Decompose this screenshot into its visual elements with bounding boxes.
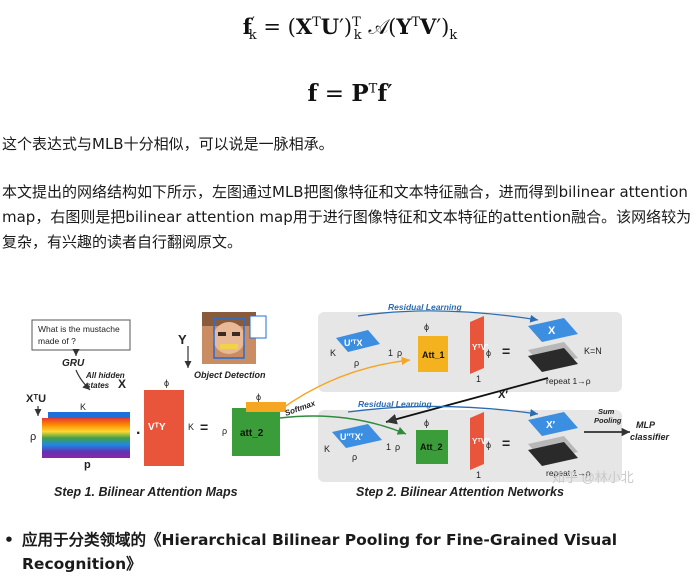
- repeat-label-2: repeat 1→ρ: [546, 468, 591, 478]
- svg-text:Att_2: Att_2: [420, 442, 443, 452]
- paragraph-mlb-similarity: 这个表达式与MLB十分相似，可以说是一脉相承。: [2, 135, 334, 153]
- gru-label: GRU: [62, 358, 85, 369]
- equation-2: f = PTf′: [307, 80, 393, 107]
- ytv2-block: [470, 412, 484, 470]
- svg-text:K: K: [330, 348, 336, 358]
- svg-text:Pooling: Pooling: [594, 416, 622, 425]
- svg-text:X: X: [548, 325, 556, 337]
- att2-label: att_2: [240, 428, 264, 439]
- att1-label: Att_1: [422, 350, 445, 360]
- svg-text:K: K: [80, 402, 86, 412]
- svg-text:=: =: [200, 419, 208, 435]
- repeat-label-1: repeat 1→ρ: [546, 376, 591, 386]
- k-band: [48, 412, 130, 420]
- residual-learning-2: Residual Learning: [358, 399, 432, 409]
- bullet-dot: •: [4, 531, 14, 549]
- svg-text:ρ: ρ: [352, 452, 357, 462]
- svg-text:ρ: ρ: [222, 426, 227, 436]
- svg-text:ϕ: ϕ: [424, 322, 429, 332]
- svg-text:made of ?: made of ?: [38, 336, 76, 346]
- svg-text:states: states: [86, 381, 110, 390]
- vty-block: [144, 390, 184, 466]
- svg-text:1: 1: [476, 374, 481, 384]
- svg-text:YᵀV″: YᵀV″: [472, 437, 490, 446]
- svg-text:ϕ: ϕ: [424, 418, 429, 428]
- all-hidden-label: All hidden: [85, 371, 125, 380]
- question-box: [31, 319, 131, 351]
- svg-text:ρ: ρ: [395, 442, 400, 452]
- bullet-text: 应用于分类领域的《Hierarchical Bilinear Pooling f…: [22, 531, 618, 573]
- svg-text:X′: X′: [546, 420, 556, 431]
- step2-caption: Step 2. Bilinear Attention Networks: [356, 485, 564, 499]
- mlp-label: MLP: [636, 420, 656, 430]
- vty-label: VᵀY: [148, 422, 166, 433]
- child-photo: [202, 312, 267, 364]
- xtu-label: XᵀU: [26, 393, 46, 405]
- question-text: What is the mustache: [38, 324, 120, 334]
- att2b-block: [416, 430, 448, 464]
- svg-text:1: 1: [476, 470, 481, 480]
- svg-text:·: ·: [136, 425, 141, 442]
- svg-text:U′ᵀX: U′ᵀX: [344, 338, 363, 348]
- y-label: Y: [178, 332, 187, 347]
- x-prime-label: X′: [498, 389, 508, 401]
- utx-block: [336, 330, 380, 352]
- svg-text:=: =: [502, 343, 510, 359]
- sum-pooling-label: Sum: [598, 407, 615, 416]
- ytv-block: [470, 316, 484, 374]
- svg-text:ϕ: ϕ: [486, 440, 491, 450]
- equation-1: f′k = (XTU′)Tk 𝒜(YTV′)k: [242, 14, 458, 44]
- zhihu-watermark: 知乎 @林小北: [552, 470, 634, 485]
- x-label: X: [118, 377, 126, 391]
- att1-block: [418, 336, 448, 372]
- object-detection-label: Object Detection: [194, 370, 266, 380]
- p-label: p: [84, 459, 91, 471]
- svg-text:1: 1: [388, 348, 393, 358]
- svg-text:K: K: [188, 422, 194, 432]
- x-prime-right-block: [528, 412, 578, 436]
- svg-text:ρ: ρ: [397, 348, 402, 358]
- ban-architecture-figure: What is the mustache made of ? GRU All h…: [26, 302, 670, 499]
- att2-block: [232, 408, 280, 456]
- svg-text:1: 1: [386, 442, 391, 452]
- svg-text:classifier: classifier: [630, 432, 670, 442]
- paragraph-network-description: 本文提出的网络结构如下所示，左图通过MLB把图像特征和文本特征融合，进而得到bi…: [2, 183, 692, 251]
- softmax-label: Softmax: [284, 398, 317, 417]
- utx2-block: [332, 424, 382, 448]
- svg-text:U″ᵀX′: U″ᵀX′: [340, 432, 363, 442]
- svg-text:=: =: [502, 435, 510, 451]
- svg-text:ρ: ρ: [354, 358, 359, 368]
- svg-text:YᵀV′: YᵀV′: [472, 343, 488, 352]
- x-right-block: [528, 318, 578, 342]
- svg-text:K: K: [324, 444, 330, 454]
- svg-text:ϕ: ϕ: [486, 348, 491, 358]
- svg-text:ϕ: ϕ: [256, 392, 261, 402]
- k-eq-n-label: K=N: [584, 346, 602, 356]
- svg-text:ϕ: ϕ: [164, 378, 169, 388]
- step1-caption: Step 1. Bilinear Attention Maps: [54, 485, 238, 499]
- svg-text:ρ: ρ: [30, 431, 36, 443]
- rainbow-matrix: [42, 418, 130, 458]
- residual-learning-1: Residual Learning: [388, 302, 462, 312]
